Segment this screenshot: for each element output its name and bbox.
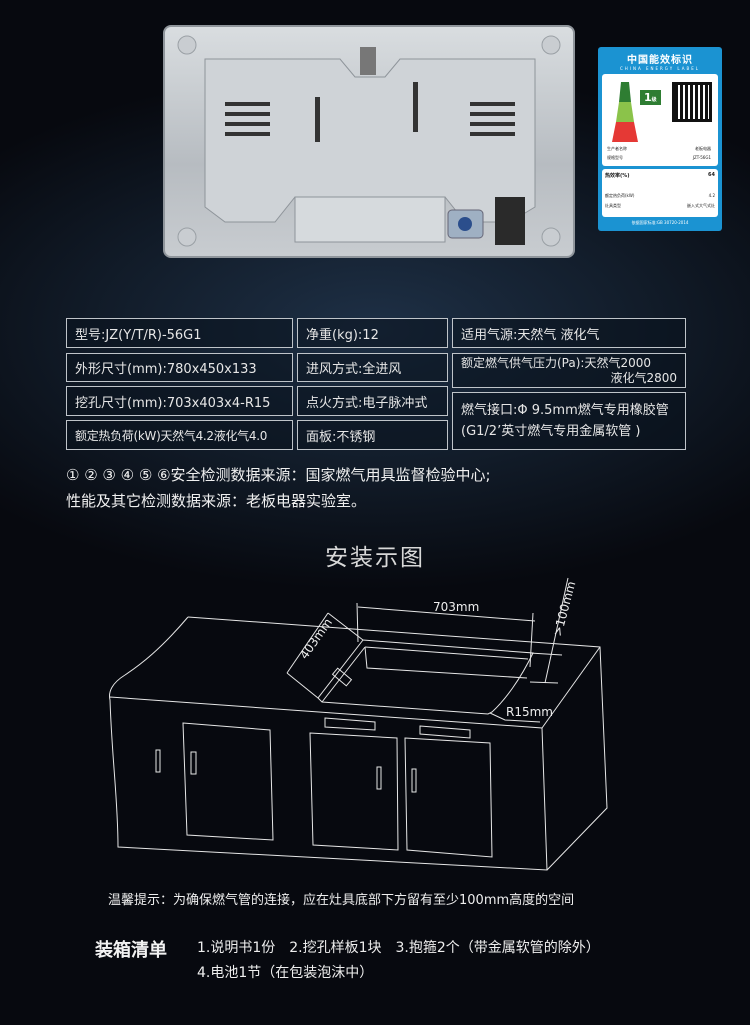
dimension-lines xyxy=(286,577,569,723)
label-row-value: 老板电器 xyxy=(695,146,711,151)
label-row-key: 生产者名称 xyxy=(607,146,627,151)
test-source-notes: ① ② ③ ④ ⑤ ⑥安全检测数据来源：国家燃气用具监督检验中心; 性能及其它检… xyxy=(66,462,491,514)
energy-label-subtitle: CHINA ENERGY LABEL xyxy=(620,66,700,71)
spec-ignition: 点火方式:电子脉冲式 xyxy=(297,386,448,416)
energy-label-footer: 依据国家标准:GB 30720-2014 xyxy=(631,220,689,225)
spec-air-intake: 进风方式:全进风 xyxy=(297,353,448,382)
energy-label-data-panel: 热效率(%) 64 额定热负荷(kW) 4.2 灶具类型 嵌入式大气式灶 xyxy=(602,169,718,217)
connector-line-1: 燃气接口:Φ 9.5mm燃气专用橡胶管 xyxy=(461,403,669,418)
efficiency-value: 64 xyxy=(708,172,715,178)
spec-pressure: 额定燃气供气压力(Pa):天然气2000 液化气2800 xyxy=(452,353,686,388)
install-tip: 温馨提示：为确保燃气管的连接，应在灶具底部下方留有至少100mm高度的空间 xyxy=(108,893,575,908)
dim-radius-label: R15mm xyxy=(506,705,553,719)
spec-cutout: 挖孔尺寸(mm):703x403x4-R15 xyxy=(66,386,293,416)
efficiency-label: 热效率(%) xyxy=(605,173,630,179)
stove-bottom-image xyxy=(163,25,575,258)
spec-model: 型号:JZ(Y/T/R)-56G1 xyxy=(66,318,293,348)
label-row-key: 规格型号 xyxy=(607,155,623,160)
cabinet-doors xyxy=(155,717,493,858)
note-line-2: 性能及其它检测数据来源：老板电器实验室。 xyxy=(66,492,367,510)
grade-value: 1 xyxy=(644,91,652,104)
spec-weight: 净重(kg):12 xyxy=(297,318,448,348)
energy-grade-badge: 1级 xyxy=(640,90,661,105)
pressure-line-2: 液化气2800 xyxy=(610,370,677,385)
spec-connector: 燃气接口:Φ 9.5mm燃气专用橡胶管 (G1/2’英寸燃气专用金属软管 ) xyxy=(452,392,686,450)
spec-heat-load: 额定热负荷(kW)天然气4.2液化气4.0 xyxy=(66,420,293,450)
install-title: 安装示图 xyxy=(325,545,425,571)
label-row-value: 4.2 xyxy=(708,193,715,198)
pressure-line-1: 额定燃气供气压力(Pa):天然气2000 xyxy=(461,355,651,370)
label-row-value: 嵌入式大气式灶 xyxy=(687,203,715,208)
spec-dimensions: 外形尺寸(mm):780x450x133 xyxy=(66,353,293,382)
energy-label: 中国能效标识 CHINA ENERGY LABEL 1级 生产者名称 老板电器 规… xyxy=(598,47,722,231)
spec-gas-type: 适用气源:天然气 液化气 xyxy=(452,318,686,348)
packing-line-2: 4.电池1节（在包装泡沫中） xyxy=(197,965,374,981)
spec-panel: 面板:不锈钢 xyxy=(297,420,448,450)
packing-list: 1.说明书1份 2.挖孔样板1块 3.抱箍2个（带金属软管的除外） 4.电池1节… xyxy=(197,936,600,986)
energy-label-title: 中国能效标识 xyxy=(627,55,693,66)
packing-line-1: 1.说明书1份 2.挖孔样板1块 3.抱箍2个（带金属软管的除外） xyxy=(197,940,600,956)
grade-scale-icon xyxy=(612,82,638,142)
qr-code-icon xyxy=(672,82,712,122)
connector-line-2: (G1/2’英寸燃气专用金属软管 ) xyxy=(461,424,641,439)
note-line-1: ① ② ③ ④ ⑤ ⑥安全检测数据来源：国家燃气用具监督检验中心; xyxy=(66,466,491,484)
dim-width-label: 703mm xyxy=(433,600,479,614)
label-row-key: 额定热负荷(kW) xyxy=(605,193,635,198)
counter-outline xyxy=(109,616,608,871)
cutout-outline xyxy=(317,639,534,715)
grade-suffix: 级 xyxy=(651,97,657,103)
label-row-value: JZT-56G1 xyxy=(692,155,711,160)
dim-depth-label: 403mm xyxy=(297,616,335,662)
packing-list-label: 装箱清单 xyxy=(95,940,167,961)
label-row-key: 灶具类型 xyxy=(605,203,621,208)
energy-label-grade-panel: 1级 生产者名称 老板电器 规格型号 JZT-56G1 xyxy=(602,74,718,166)
dim-clearance-label: >100mm xyxy=(550,580,578,638)
stove-bottom-drawing xyxy=(177,35,561,247)
